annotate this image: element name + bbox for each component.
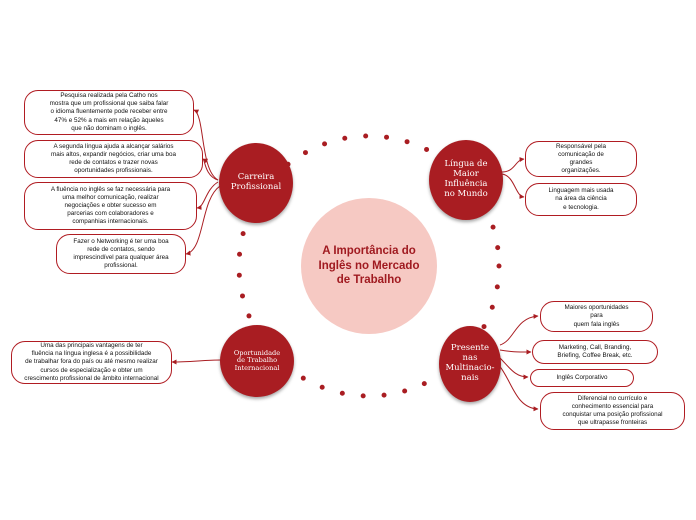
box-lingua-comunicacao: Responsável pela comunicação de grandes …: [525, 141, 637, 177]
connector-presente-2: [499, 349, 532, 355]
node-lingua-maior-influencia[interactable]: Língua de Maior Influência no Mundo: [429, 140, 503, 220]
connector-lingua-2: [501, 173, 525, 199]
box-carreira-pesquisa-catho: Pesquisa realizada pela Catho nos mostra…: [24, 90, 194, 135]
connector-carreira-1: [193, 109, 219, 181]
box-carreira-fluencia: A fluência no inglês se faz necessária p…: [24, 182, 197, 230]
box-lingua-ciencia: Linguagem mais usada na área da ciência …: [525, 183, 637, 216]
node-presente-multinacionais[interactable]: Presente nas Multinacio- nais: [439, 326, 501, 402]
box-presente-marketing: Marketing, Call, Branding, Briefing, Cof…: [532, 340, 658, 364]
box-carreira-networking: Fazer o Networking é ter uma boa rede de…: [56, 234, 186, 274]
connector-carreira-2: [202, 158, 219, 181]
connector-oportunidade-1: [171, 359, 222, 365]
connector-presente-1: [499, 313, 539, 346]
central-topic: A Importância do Inglês no Mercado de Tr…: [301, 198, 437, 334]
connector-presente-4: [497, 363, 539, 412]
connector-presente-3: [499, 357, 529, 380]
box-presente-ingles-corporativo: Inglês Corporativo: [530, 369, 634, 387]
box-carreira-segunda-lingua: A segunda língua ajuda a alcançar salári…: [24, 140, 203, 178]
node-carreira-profissional[interactable]: Carreira Profissional: [219, 143, 293, 223]
box-presente-diferencial: Diferencial no currículo e conhecimento …: [540, 392, 685, 430]
connector-lingua-1: [501, 157, 525, 173]
box-presente-oportunidades: Maiores oportunidades para quem fala ing…: [540, 301, 653, 332]
connector-carreira-3: [196, 181, 219, 210]
node-oportunidade-trabalho-internacional[interactable]: Oportunidade de Trabalho Internacional: [220, 325, 294, 397]
dotted-ring: [236, 133, 502, 399]
connector-carreira-4: [185, 185, 221, 256]
box-oportunidade-vantagens: Uma das principais vantagens de ter fluê…: [11, 341, 172, 384]
